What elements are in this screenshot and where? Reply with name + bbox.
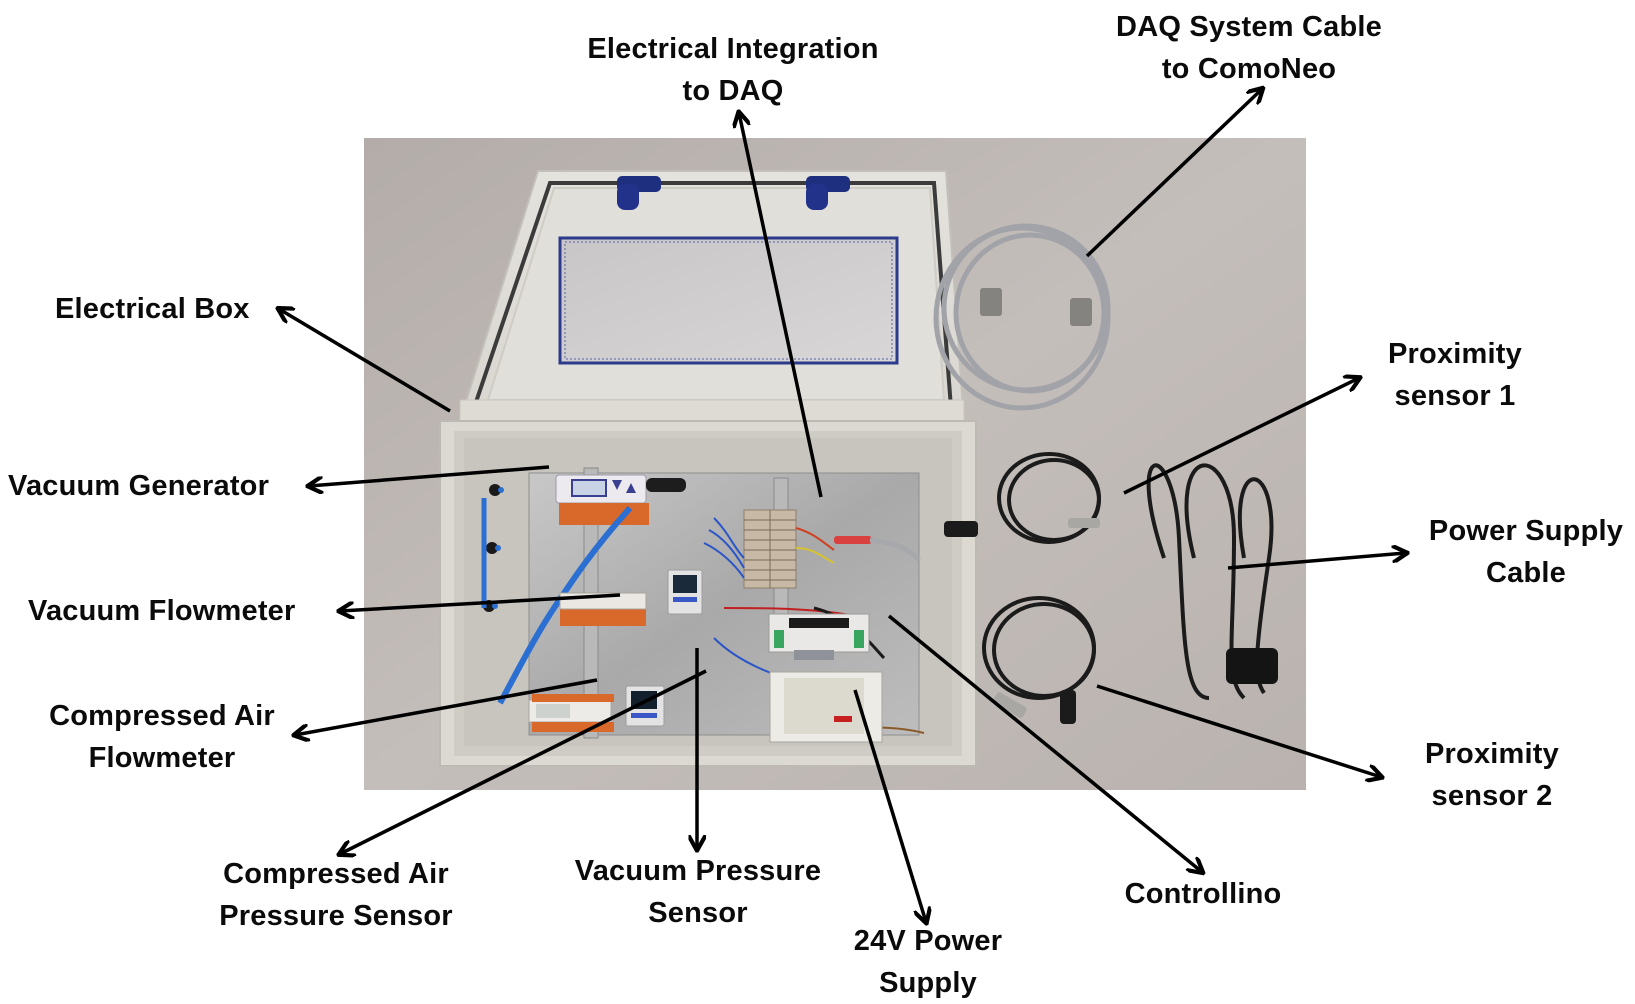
label-line: Pressure Sensor <box>219 900 453 932</box>
label-line: to ComoNeo <box>1161 53 1337 85</box>
label-daq-cable: DAQ System Cable to ComoNeo <box>1116 6 1382 90</box>
label-line: Vacuum Flowmeter <box>28 595 296 627</box>
label-proximity-sensor-2: Proximity sensor 2 <box>1425 733 1559 817</box>
proximity-sensor-1-cable <box>997 452 1101 544</box>
label-vacuum-generator: Vacuum Generator <box>8 465 269 507</box>
label-vacuum-flowmeter: Vacuum Flowmeter <box>28 590 296 632</box>
lid-latch-left <box>617 176 661 210</box>
label-line: Flowmeter <box>88 742 236 774</box>
electrical-box-body <box>439 420 977 767</box>
terminal-block <box>743 509 797 589</box>
label-line: Electrical Box <box>55 293 250 325</box>
power-supply-unit <box>769 671 883 743</box>
daq-system-cable <box>933 223 1111 411</box>
label-line: DAQ System Cable <box>1116 11 1382 43</box>
label-compressed-air-flowmeter: Compressed Air Flowmeter <box>49 695 275 779</box>
vacuum-pressure-sensor-device <box>667 569 703 615</box>
compressed-air-flowmeter-device <box>528 694 614 732</box>
label-vacuum-pressure-sensor: Vacuum Pressure Sensor <box>575 850 821 934</box>
label-24v-power-supply: 24V Power Supply <box>854 920 1003 1004</box>
label-power-supply-cable: Power Supply Cable <box>1429 510 1623 594</box>
label-compressed-air-pressure-sensor: Compressed Air Pressure Sensor <box>219 853 453 937</box>
label-line: Compressed Air <box>49 700 275 732</box>
label-line: Sensor <box>648 897 748 929</box>
label-line: Controllino <box>1124 878 1282 910</box>
uk-plug <box>1226 648 1278 684</box>
label-line: sensor 1 <box>1394 380 1516 412</box>
label-line: to DAQ <box>682 75 784 107</box>
label-line: Supply <box>879 967 977 999</box>
label-line: Vacuum Pressure <box>574 855 822 887</box>
vacuum-flowmeter <box>559 592 647 626</box>
label-electrical-box: Electrical Box <box>55 288 250 330</box>
vacuum-generator <box>555 474 686 525</box>
equipment-photo <box>364 138 1306 790</box>
label-line: sensor 2 <box>1431 780 1553 812</box>
label-electrical-integration: Electrical Integration to DAQ <box>587 28 878 112</box>
label-line: Proximity <box>1388 338 1522 370</box>
daq-connector-2 <box>1070 298 1092 326</box>
label-line: Vacuum Generator <box>8 470 270 502</box>
label-line: 24V Power <box>853 925 1003 957</box>
label-controllino: Controllino <box>1125 873 1282 915</box>
compressed-air-pressure-sensor-device <box>625 685 665 727</box>
label-line: Cable <box>1486 557 1566 589</box>
daq-connector-1 <box>980 288 1002 316</box>
label-line: Compressed Air <box>223 858 449 890</box>
label-proximity-sensor-1: Proximity sensor 1 <box>1388 333 1522 417</box>
box-lid <box>458 170 966 423</box>
controllino-plc <box>768 613 870 660</box>
label-line: Power Supply <box>1428 515 1624 547</box>
label-line: Electrical Integration <box>587 33 879 65</box>
label-line: Proximity <box>1425 738 1559 770</box>
lid-window <box>558 236 899 365</box>
